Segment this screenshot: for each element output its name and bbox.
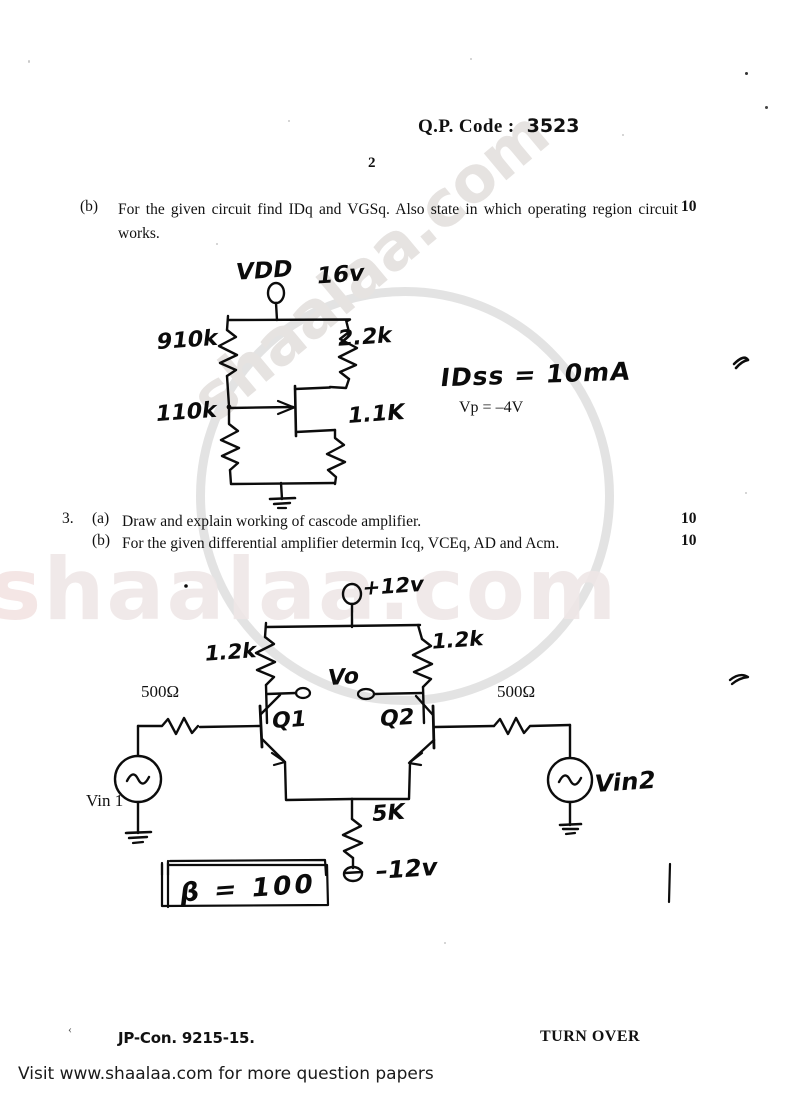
question-3a-text: Draw and explain working of cascode ampl… bbox=[122, 513, 422, 530]
scan-speck bbox=[745, 492, 747, 494]
diffamp-rs-left: 500Ω bbox=[141, 682, 180, 701]
scan-speck bbox=[444, 942, 446, 944]
question-3b-text: For the given differential amplifier det… bbox=[122, 535, 560, 552]
turn-over-label: TURN OVER bbox=[540, 1028, 641, 1045]
diffamp-re-tail: 5K bbox=[370, 799, 407, 828]
jfet-r-drain: 2.2k bbox=[336, 323, 394, 352]
diffamp-rc-right: 1.2k bbox=[430, 626, 485, 654]
question-3b-marks: 10 bbox=[681, 532, 697, 549]
diffamp-source-right-label: Vin2 bbox=[592, 765, 658, 799]
qp-code-label: Q.P. Code : bbox=[418, 116, 515, 137]
question-1b-marks: 10 bbox=[681, 198, 697, 215]
scan-speck bbox=[470, 58, 472, 60]
qp-code-value: 3523 bbox=[526, 115, 580, 137]
diffamp-rs-right: 500Ω bbox=[497, 682, 536, 701]
question-3b-label: (b) bbox=[92, 532, 111, 549]
jfet-circuit-drawing bbox=[217, 281, 359, 510]
scan-speck bbox=[745, 72, 748, 75]
scan-speck bbox=[288, 120, 290, 122]
scan-speck bbox=[622, 134, 624, 136]
scan-speck bbox=[765, 106, 768, 109]
question-1b-label: (b) bbox=[80, 198, 99, 215]
paper-code: JP-Con. 9215-15. bbox=[118, 1029, 255, 1047]
visit-site-line: Visit www.shaalaa.com for more question … bbox=[18, 1064, 434, 1084]
page-number: 2 bbox=[368, 155, 376, 171]
jfet-r-lower-divider: 110k bbox=[154, 397, 219, 428]
jfet-supply-value: 16v bbox=[315, 260, 366, 290]
scan-speck bbox=[28, 60, 30, 63]
question-3a-marks: 10 bbox=[681, 510, 697, 527]
qp-code: Q.P. Code : 3523 bbox=[418, 115, 579, 138]
jfet-r-source: 1.1K bbox=[346, 400, 406, 429]
diffamp-output-label: Vo bbox=[326, 663, 361, 692]
diffamp-rc-left: 1.2k bbox=[203, 638, 258, 666]
stray-dot-left-figure2 bbox=[184, 584, 188, 588]
question-3a-label: (a) bbox=[92, 510, 110, 527]
stray-pen-stroke-right bbox=[667, 862, 672, 904]
jfet-vp-annotation: Vp = –4V bbox=[459, 399, 524, 416]
diffamp-supply-negative: –12v bbox=[373, 852, 440, 886]
jfet-r-upper-divider: 910k bbox=[155, 325, 220, 356]
diffamp-transistor-right-label: Q2 bbox=[378, 704, 416, 733]
beta-box-outline bbox=[160, 861, 330, 909]
diffamp-source-left-label: Vin 1 bbox=[86, 791, 124, 810]
jfet-supply-label: VDD bbox=[234, 256, 294, 286]
question-1b-text: For the given circuit find IDq and VGSq.… bbox=[118, 201, 678, 243]
stray-ink-marks bbox=[728, 356, 750, 686]
diffamp-transistor-left-label: Q1 bbox=[270, 706, 308, 735]
diffamp-supply-positive: +12v bbox=[361, 571, 426, 601]
scan-speck bbox=[216, 243, 218, 245]
question-3-number: 3. bbox=[62, 510, 74, 527]
footer-stray-mark: ‹ bbox=[68, 1022, 72, 1036]
